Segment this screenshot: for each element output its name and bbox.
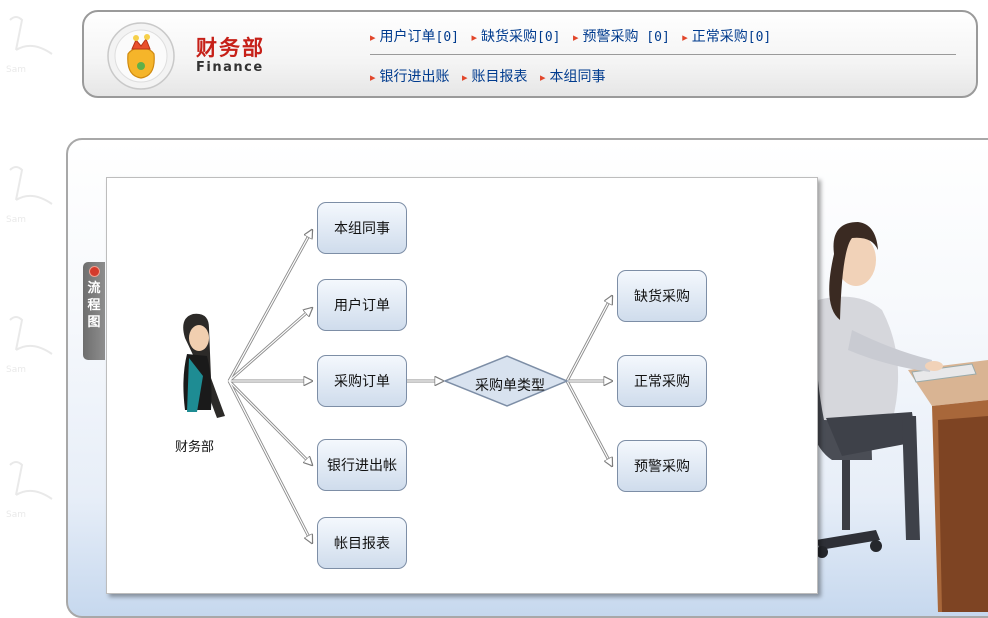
- nav-link-count: [0]: [747, 30, 772, 45]
- node-account-reports[interactable]: 帐目报表: [317, 517, 407, 569]
- flowchart-side-tab[interactable]: 流 程 图: [83, 262, 105, 360]
- accountant-figure-icon: [183, 313, 225, 418]
- nav-link-count: [0]: [638, 30, 670, 45]
- nav-link-label: 用户订单: [379, 29, 436, 45]
- svg-text:Sam: Sam: [6, 510, 26, 520]
- node-user-orders[interactable]: 用户订单: [317, 279, 407, 331]
- side-tab-char: 流: [87, 281, 101, 296]
- nav-link-bank-transactions[interactable]: ▸银行进出账: [370, 66, 450, 86]
- nav-row-secondary: ▸银行进出账 ▸账目报表 ▸本组同事: [370, 66, 614, 86]
- decision-diamond: [442, 355, 569, 407]
- nav-link-label: 缺货采购: [481, 29, 537, 45]
- nav-link-team-colleagues[interactable]: ▸本组同事: [540, 66, 606, 86]
- nav-divider: [370, 54, 956, 55]
- department-name: 财务部: [196, 36, 265, 60]
- arrow-right-icon: ▸: [370, 31, 376, 44]
- nav-link-shortage-purchase[interactable]: ▸ 缺货采购[0]: [471, 26, 560, 46]
- money-bag-icon: [106, 20, 176, 92]
- watermark-logo: Sam: [2, 310, 62, 380]
- nav-link-user-orders[interactable]: ▸用户订单[0]: [370, 26, 459, 46]
- side-tab-char: 图: [87, 315, 101, 330]
- side-tab-char: 程: [87, 298, 101, 313]
- nav-link-normal-purchase[interactable]: ▸正常采购[0]: [682, 26, 771, 46]
- nav-link-label: 预警采购: [582, 29, 639, 45]
- svg-text:Sam: Sam: [6, 65, 26, 75]
- nav-link-account-reports[interactable]: ▸账目报表: [462, 66, 528, 86]
- node-shortage-purchase[interactable]: 缺货采购: [617, 270, 707, 322]
- office-worker-illustration: [807, 210, 988, 612]
- nav-link-label: 本组同事: [549, 69, 606, 85]
- nav-row-primary: ▸用户订单[0] ▸缺货采购[0] ▸预警采购 [0] ▸正常采购[0]: [370, 26, 779, 46]
- arrow-right-icon: ▸: [471, 31, 477, 44]
- arrow-right-icon: ▸: [461, 71, 468, 84]
- watermark-logo: Sam: [2, 10, 62, 80]
- nav-link-label: 账目报表: [471, 69, 528, 85]
- actor-label: 财务部: [175, 440, 215, 455]
- node-bank-transactions[interactable]: 银行进出帐: [317, 439, 407, 491]
- nav-link-label: 正常采购: [691, 29, 748, 45]
- flowchart-arrows: [183, 178, 614, 593]
- finance-flowchart: 财务部 本组同事 用户订单 采购订单 银行进出帐 帐目报表 采购单类型 缺货采购…: [106, 177, 818, 594]
- node-alert-purchase[interactable]: 预警采购: [617, 440, 707, 492]
- svg-text:Sam: Sam: [6, 215, 26, 225]
- nav-link-count: [0]: [435, 30, 460, 45]
- nav-link-count: [0]: [537, 30, 561, 45]
- node-normal-purchase[interactable]: 正常采购: [617, 355, 707, 407]
- svg-text:Sam: Sam: [6, 365, 26, 375]
- nav-link-alert-purchase[interactable]: ▸预警采购 [0]: [573, 26, 670, 46]
- arrow-right-icon: ▸: [682, 31, 688, 44]
- tab-dot-icon: [88, 266, 100, 277]
- watermark-logo: Sam: [2, 160, 62, 230]
- node-team-colleagues[interactable]: 本组同事: [317, 202, 407, 254]
- decision-purchase-type[interactable]: 采购单类型: [475, 378, 545, 394]
- arrow-right-icon: ▸: [539, 71, 546, 84]
- arrow-right-icon: ▸: [572, 31, 579, 44]
- node-purchase-orders[interactable]: 采购订单: [317, 355, 407, 407]
- arrow-right-icon: ▸: [370, 71, 376, 84]
- nav-link-label: 银行进出账: [379, 69, 450, 85]
- watermark-logo: Sam: [2, 455, 62, 525]
- department-header: 财务部 Finance ▸用户订单[0] ▸缺货采购[0] ▸预警采购 [0] …: [82, 10, 978, 98]
- department-english-name: Finance: [196, 60, 264, 75]
